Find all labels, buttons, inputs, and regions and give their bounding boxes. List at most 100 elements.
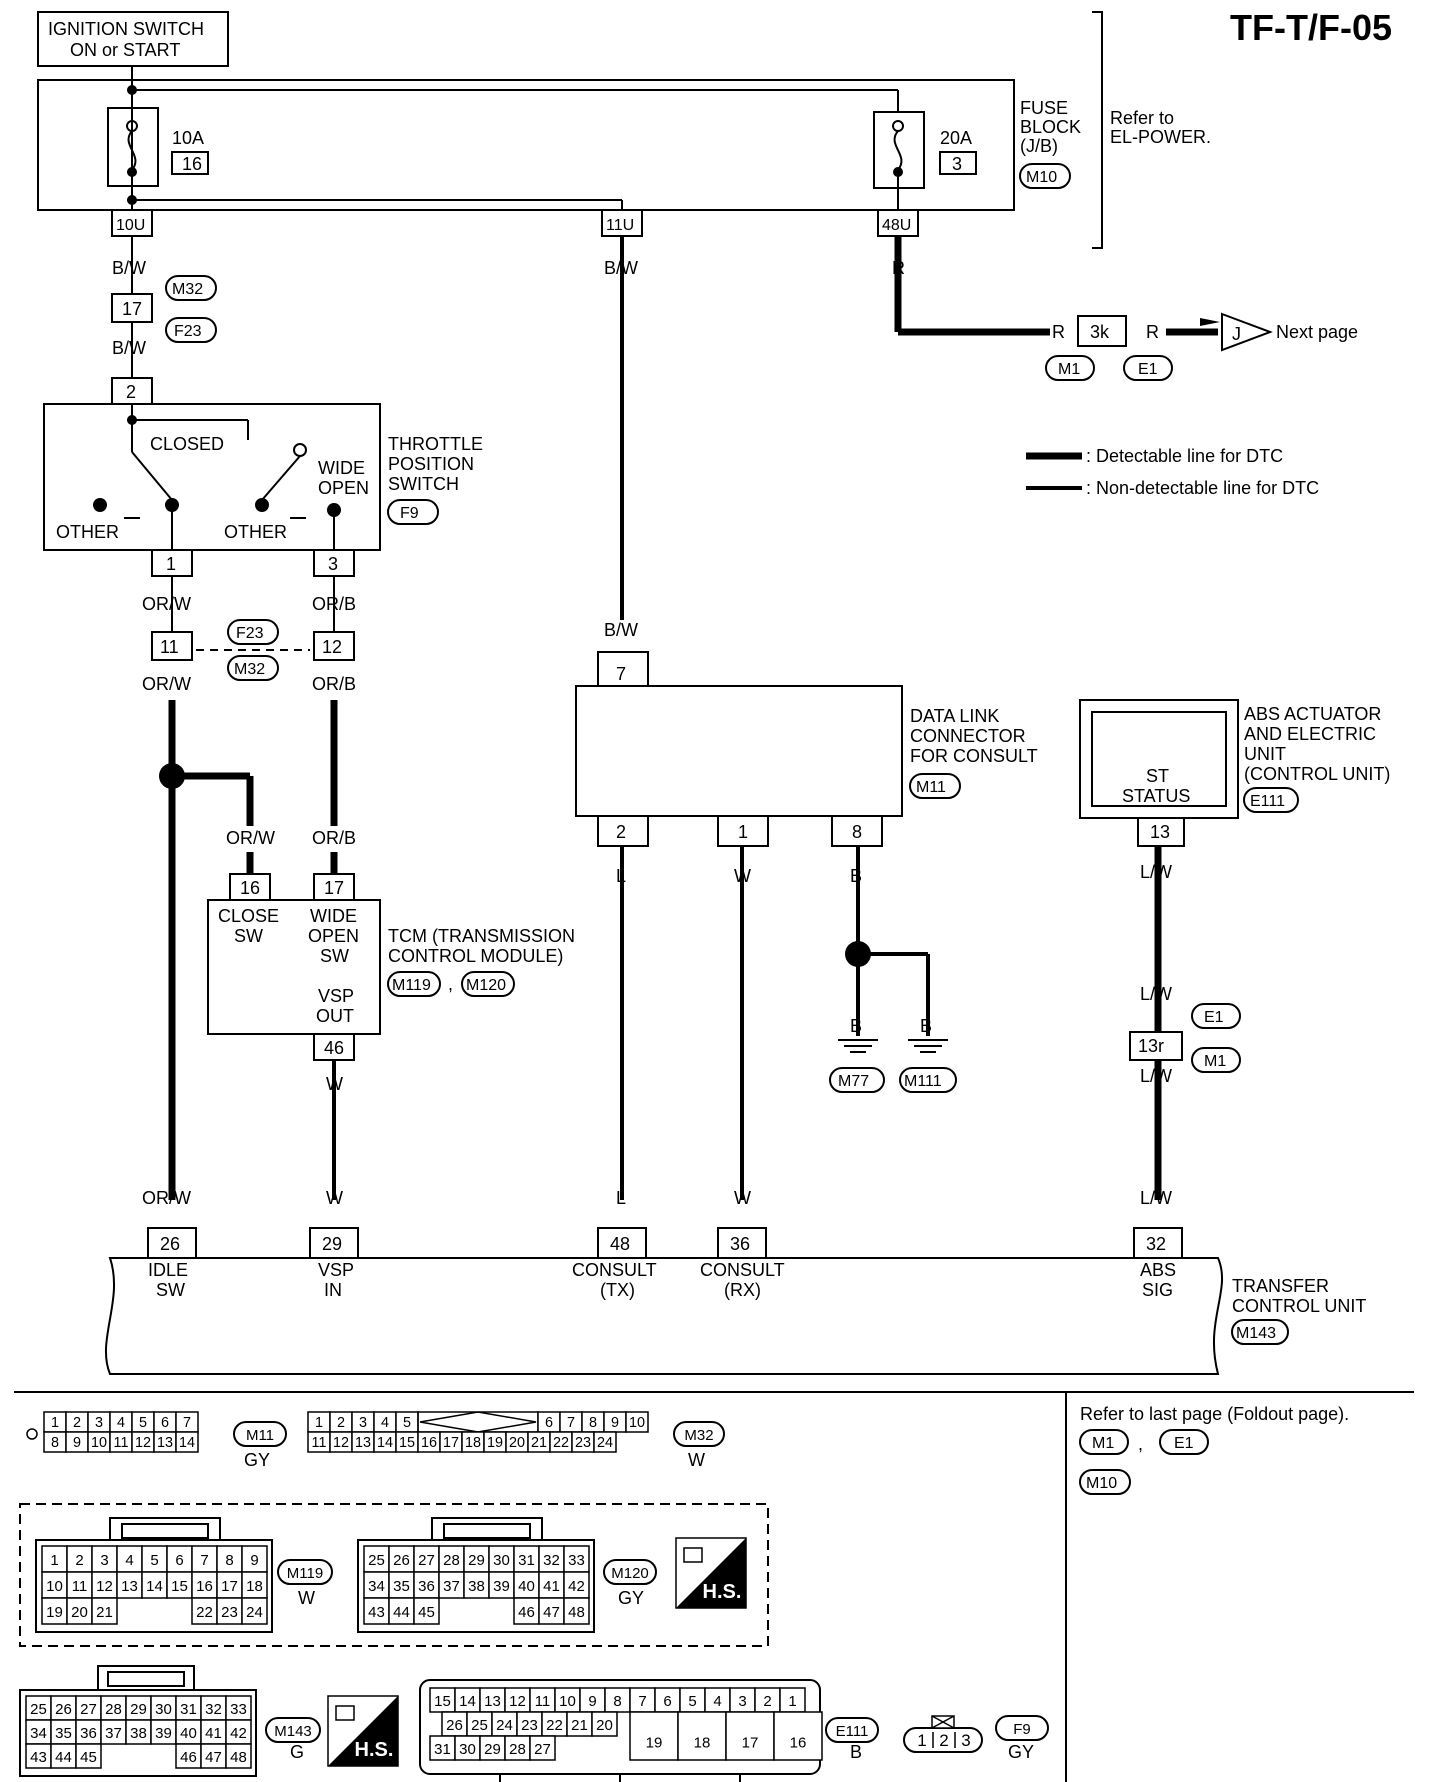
m11-pin-5: 5 (139, 1415, 147, 1431)
abs-name-2: AND ELECTRIC (1244, 724, 1376, 744)
conn-m119: M119 (392, 977, 431, 994)
e111-pin-28: 28 (509, 1741, 526, 1758)
face-m143-label: M143 (274, 1723, 312, 1740)
conn-e111: E111 (1250, 793, 1285, 810)
m32-pin-15: 15 (399, 1435, 415, 1451)
m11-pin-8: 8 (51, 1435, 59, 1451)
tcu-vsp: VSP (318, 1260, 354, 1280)
e111-pin-20: 20 (596, 1717, 613, 1734)
f9-pin-2: 2 (939, 1731, 948, 1750)
wire-label-lw-1: L/W (1140, 862, 1172, 882)
m119-pin-2: 2 (75, 1552, 83, 1569)
tcm-wide: WIDE (310, 906, 357, 926)
wire-label-bw-2: B/W (112, 338, 146, 358)
e111-pin-21: 21 (571, 1717, 588, 1734)
e111-pin-17: 17 (742, 1735, 759, 1752)
wire-label-r-1: R (892, 258, 905, 278)
e111-pin-15: 15 (434, 1693, 451, 1710)
tcu-idle-sw: SW (156, 1280, 185, 1300)
wire-label-orw-1: OR/W (142, 594, 191, 614)
tcu-rx: (RX) (724, 1280, 761, 1300)
m119-pin-24: 24 (246, 1604, 263, 1621)
m32-pin-11: 11 (312, 1435, 327, 1451)
m119-pin-4: 4 (125, 1552, 133, 1569)
m119-pin-10: 10 (46, 1578, 63, 1595)
conn-f23-top: F23 (174, 323, 202, 340)
tps-name-1: THROTTLE (388, 434, 483, 454)
m32-pin-3: 3 (359, 1415, 367, 1431)
m120-pin-45: 45 (418, 1604, 435, 1621)
tcm-faces-dashed-border (19, 1503, 769, 1647)
pin-2-tps: 2 (126, 382, 136, 402)
m32-pin-4: 4 (381, 1415, 389, 1431)
dlc-name-2: CONNECTOR (910, 726, 1026, 746)
tcm-module: 16 17 CLOSE SW WIDE OPEN SW VSP OUT TCM … (207, 852, 575, 1200)
pin-10u: 10U (116, 217, 145, 234)
face-f9-color: GY (1008, 1742, 1034, 1762)
wire-label-bw-1: B/W (112, 258, 146, 278)
tps-other-2: OTHER (224, 522, 287, 542)
ignition-label-1: IGNITION SWITCH (48, 19, 204, 39)
wire-label-l-1: L (616, 866, 626, 886)
wire-label-r-2: R (1052, 322, 1065, 342)
wire-label-r-3: R (1146, 322, 1159, 342)
m143-pin-45: 45 (80, 1749, 97, 1766)
e111-pin-12: 12 (509, 1693, 526, 1710)
tcu-tx: (TX) (600, 1280, 635, 1300)
pin-13-abs: 13 (1150, 822, 1170, 842)
conn-f9: F9 (400, 505, 419, 522)
m120-pin-47: 47 (543, 1604, 560, 1621)
m119-pin-3: 3 (100, 1552, 108, 1569)
conn-m11: M11 (916, 779, 946, 796)
tps-name-3: SWITCH (388, 474, 459, 494)
abs-name-3: UNIT (1244, 744, 1286, 764)
conn-e1-mid: E1 (1204, 1009, 1224, 1026)
m11-pin-3: 3 (95, 1415, 103, 1431)
m120-pin-36: 36 (418, 1578, 435, 1595)
m32-pin-23: 23 (575, 1435, 591, 1451)
m32-pin-19: 19 (487, 1435, 503, 1451)
wire-label-b-2: B (850, 1016, 862, 1036)
conn-f23-mid: F23 (236, 625, 264, 642)
m32-pin-9: 9 (611, 1415, 619, 1431)
m32-pin-5: 5 (403, 1415, 411, 1431)
m11-pin-9: 9 (73, 1435, 81, 1451)
throttle-signal-wires: OR/W OR/B 11 12 F23 M32 OR/W OR/B OR/W O… (142, 576, 356, 1200)
m11-pin-14: 14 (179, 1435, 195, 1451)
e111-pin-18: 18 (694, 1735, 711, 1752)
pin-36: 36 (730, 1234, 750, 1254)
dlc-name-3: FOR CONSULT (910, 746, 1038, 766)
legend: : Detectable line for DTC : Non-detectab… (1026, 446, 1319, 498)
m120-pin-41: 41 (543, 1578, 560, 1595)
m32-pin-7: 7 (567, 1415, 575, 1431)
m32-pin-12: 12 (333, 1435, 349, 1451)
pin-2-dlc: 2 (616, 822, 626, 842)
m32-pin-17: 17 (443, 1435, 459, 1451)
pin-3k: 3k (1090, 322, 1110, 342)
hs-badge-m120: H.S. (703, 1581, 742, 1603)
m143-pin-43: 43 (30, 1749, 47, 1766)
tcu-wire-labels: OR/W W L W L/W (142, 1188, 1172, 1208)
m11-pin-4: 4 (117, 1415, 125, 1431)
pin-32: 32 (1146, 1234, 1166, 1254)
tcu-idle: IDLE (148, 1260, 188, 1280)
f9-pin-3: 3 (961, 1731, 970, 1750)
m120-pin-32: 32 (543, 1552, 560, 1569)
fuse-block-label-2: BLOCK (1020, 117, 1081, 137)
m120-pin-34: 34 (368, 1578, 385, 1595)
m120-pin-43: 43 (368, 1604, 385, 1621)
m32-pin-8: 8 (589, 1415, 597, 1431)
tps-open: OPEN (318, 478, 369, 498)
m11-pin-2: 2 (73, 1415, 81, 1431)
face-m11-color: GY (244, 1450, 270, 1470)
face-e111-color: B (850, 1742, 862, 1762)
m120-pin-26: 26 (393, 1552, 410, 1569)
tps-name-2: POSITION (388, 454, 474, 474)
fuse-3-number: 3 (952, 154, 962, 174)
e111-pin-11: 11 (535, 1693, 551, 1710)
abs-name-4: (CONTROL UNIT) (1244, 764, 1390, 784)
conn-m111: M111 (904, 1073, 942, 1090)
conn-m120: M120 (466, 977, 506, 994)
m120-pin-28: 28 (443, 1552, 460, 1569)
